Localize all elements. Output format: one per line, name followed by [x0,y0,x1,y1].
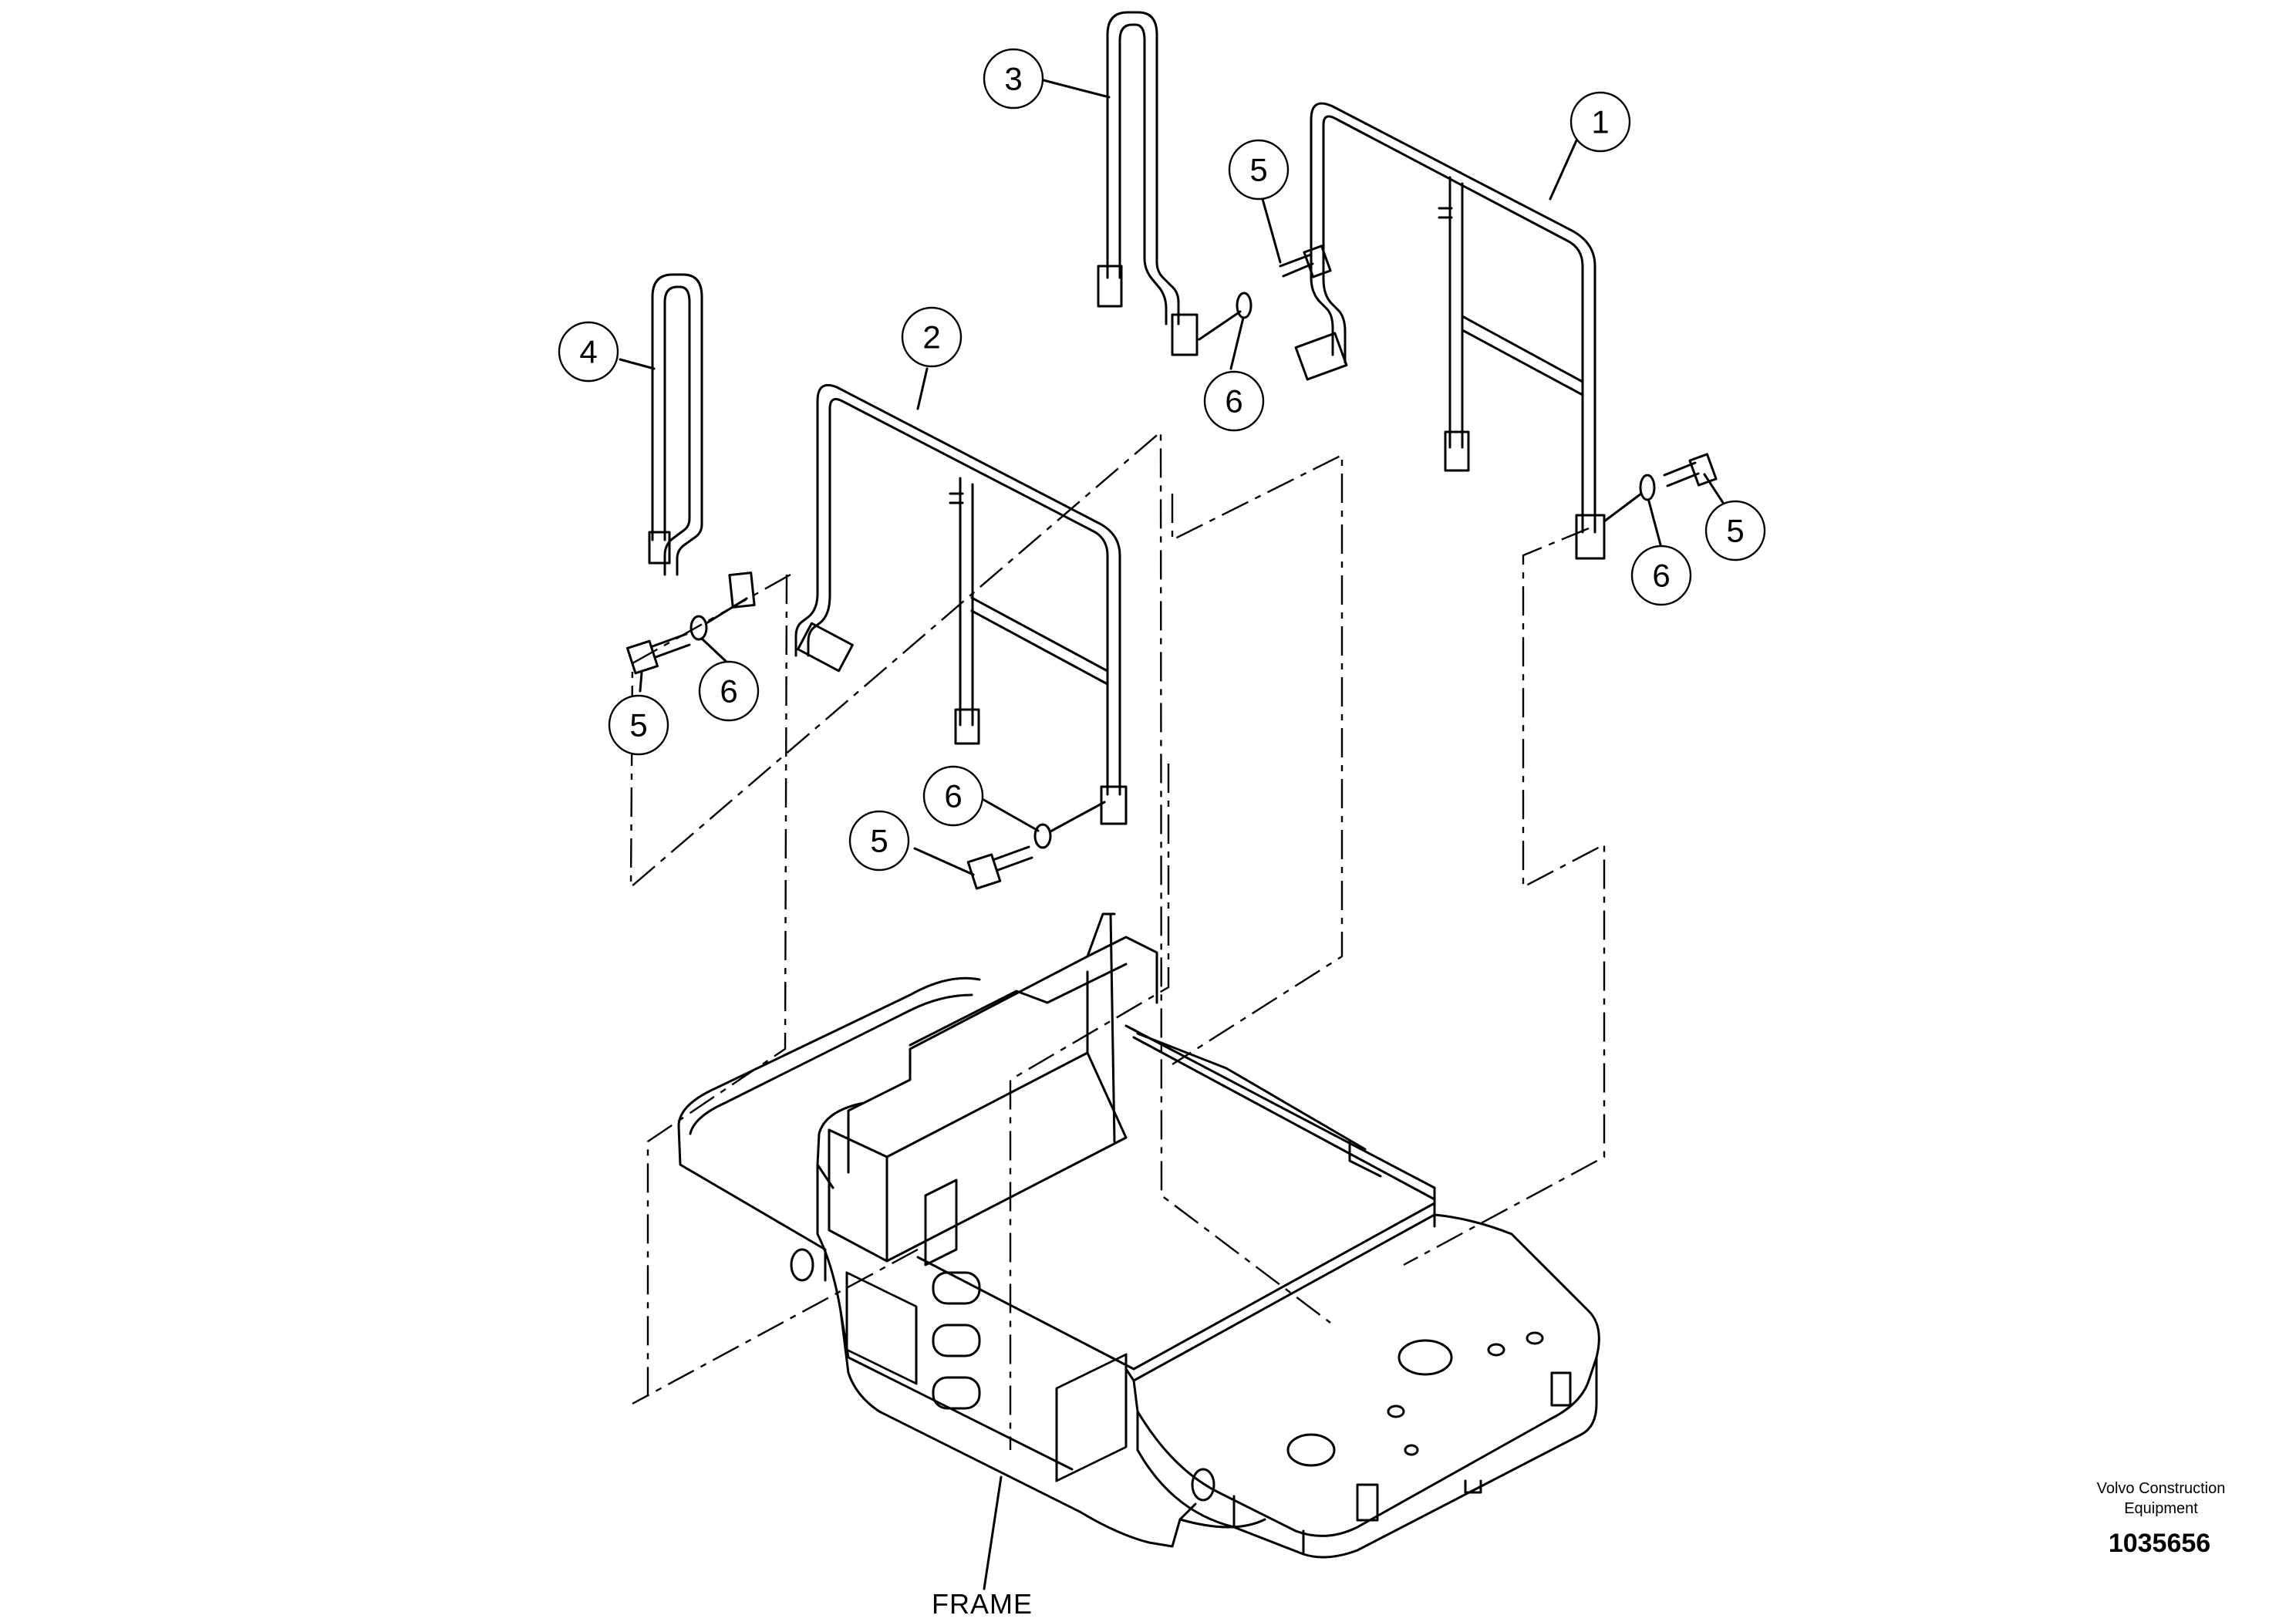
bolt-top-center [1279,244,1332,278]
assembly-line-frame-center [629,430,1331,1324]
svg-text:1: 1 [1591,104,1609,140]
svg-text:6: 6 [1652,558,1670,594]
handrail-4 [648,273,756,609]
bolt-middle [966,845,1033,890]
svg-text:5: 5 [1249,152,1267,188]
handrail-1 [1294,102,1606,560]
svg-text:2: 2 [922,319,940,356]
frame [677,912,1600,1559]
assembly-line-handrail-3 [1171,454,1344,1066]
callout-6-top: 6 [1203,370,1265,432]
manufacturer-line-2: Equipment [2124,1500,2198,1517]
svg-text:5: 5 [1726,513,1744,549]
washer-left [689,615,708,641]
bolt-right [1663,453,1718,487]
frame-label: FRAME [932,1588,1033,1620]
svg-text:4: 4 [579,334,597,370]
callout-1: 1 [1569,91,1631,153]
manufacturer-line-1: Volvo Construction [2097,1480,2226,1497]
assembly-line-frame-left [632,1248,919,1405]
document-number: 1035656 [2109,1529,2210,1558]
callout-5-right: 5 [1704,500,1766,561]
assembly-line-handrail-4 [646,574,788,1404]
washer-middle [1033,823,1052,849]
assembly-lines [629,430,1606,1450]
handrail-3 [1097,11,1199,356]
callout-5-middle: 5 [848,810,910,872]
callout-2: 2 [901,306,963,368]
callout-6-right: 6 [1630,545,1692,606]
handrail-2 [794,383,1128,825]
callout-4: 4 [558,321,619,383]
svg-text:5: 5 [870,823,888,859]
bolt-left [625,632,691,675]
callout-6-left: 6 [698,660,760,722]
washer-top-center [1236,292,1253,319]
leader-lines [619,79,1731,1590]
washer-right [1639,474,1656,501]
svg-text:5: 5 [629,707,647,744]
svg-text:6: 6 [1225,383,1242,420]
svg-text:6: 6 [720,673,737,710]
assembly-line-handrail-2 [1009,764,1170,1450]
callout-5-top: 5 [1228,139,1290,201]
callout-6-middle: 6 [922,765,984,827]
svg-text:6: 6 [944,778,962,814]
assembly-line-handrail-1 [1403,527,1606,1266]
svg-text:3: 3 [1004,61,1022,97]
callout-5-left: 5 [608,694,669,756]
callout-3: 3 [983,48,1044,110]
